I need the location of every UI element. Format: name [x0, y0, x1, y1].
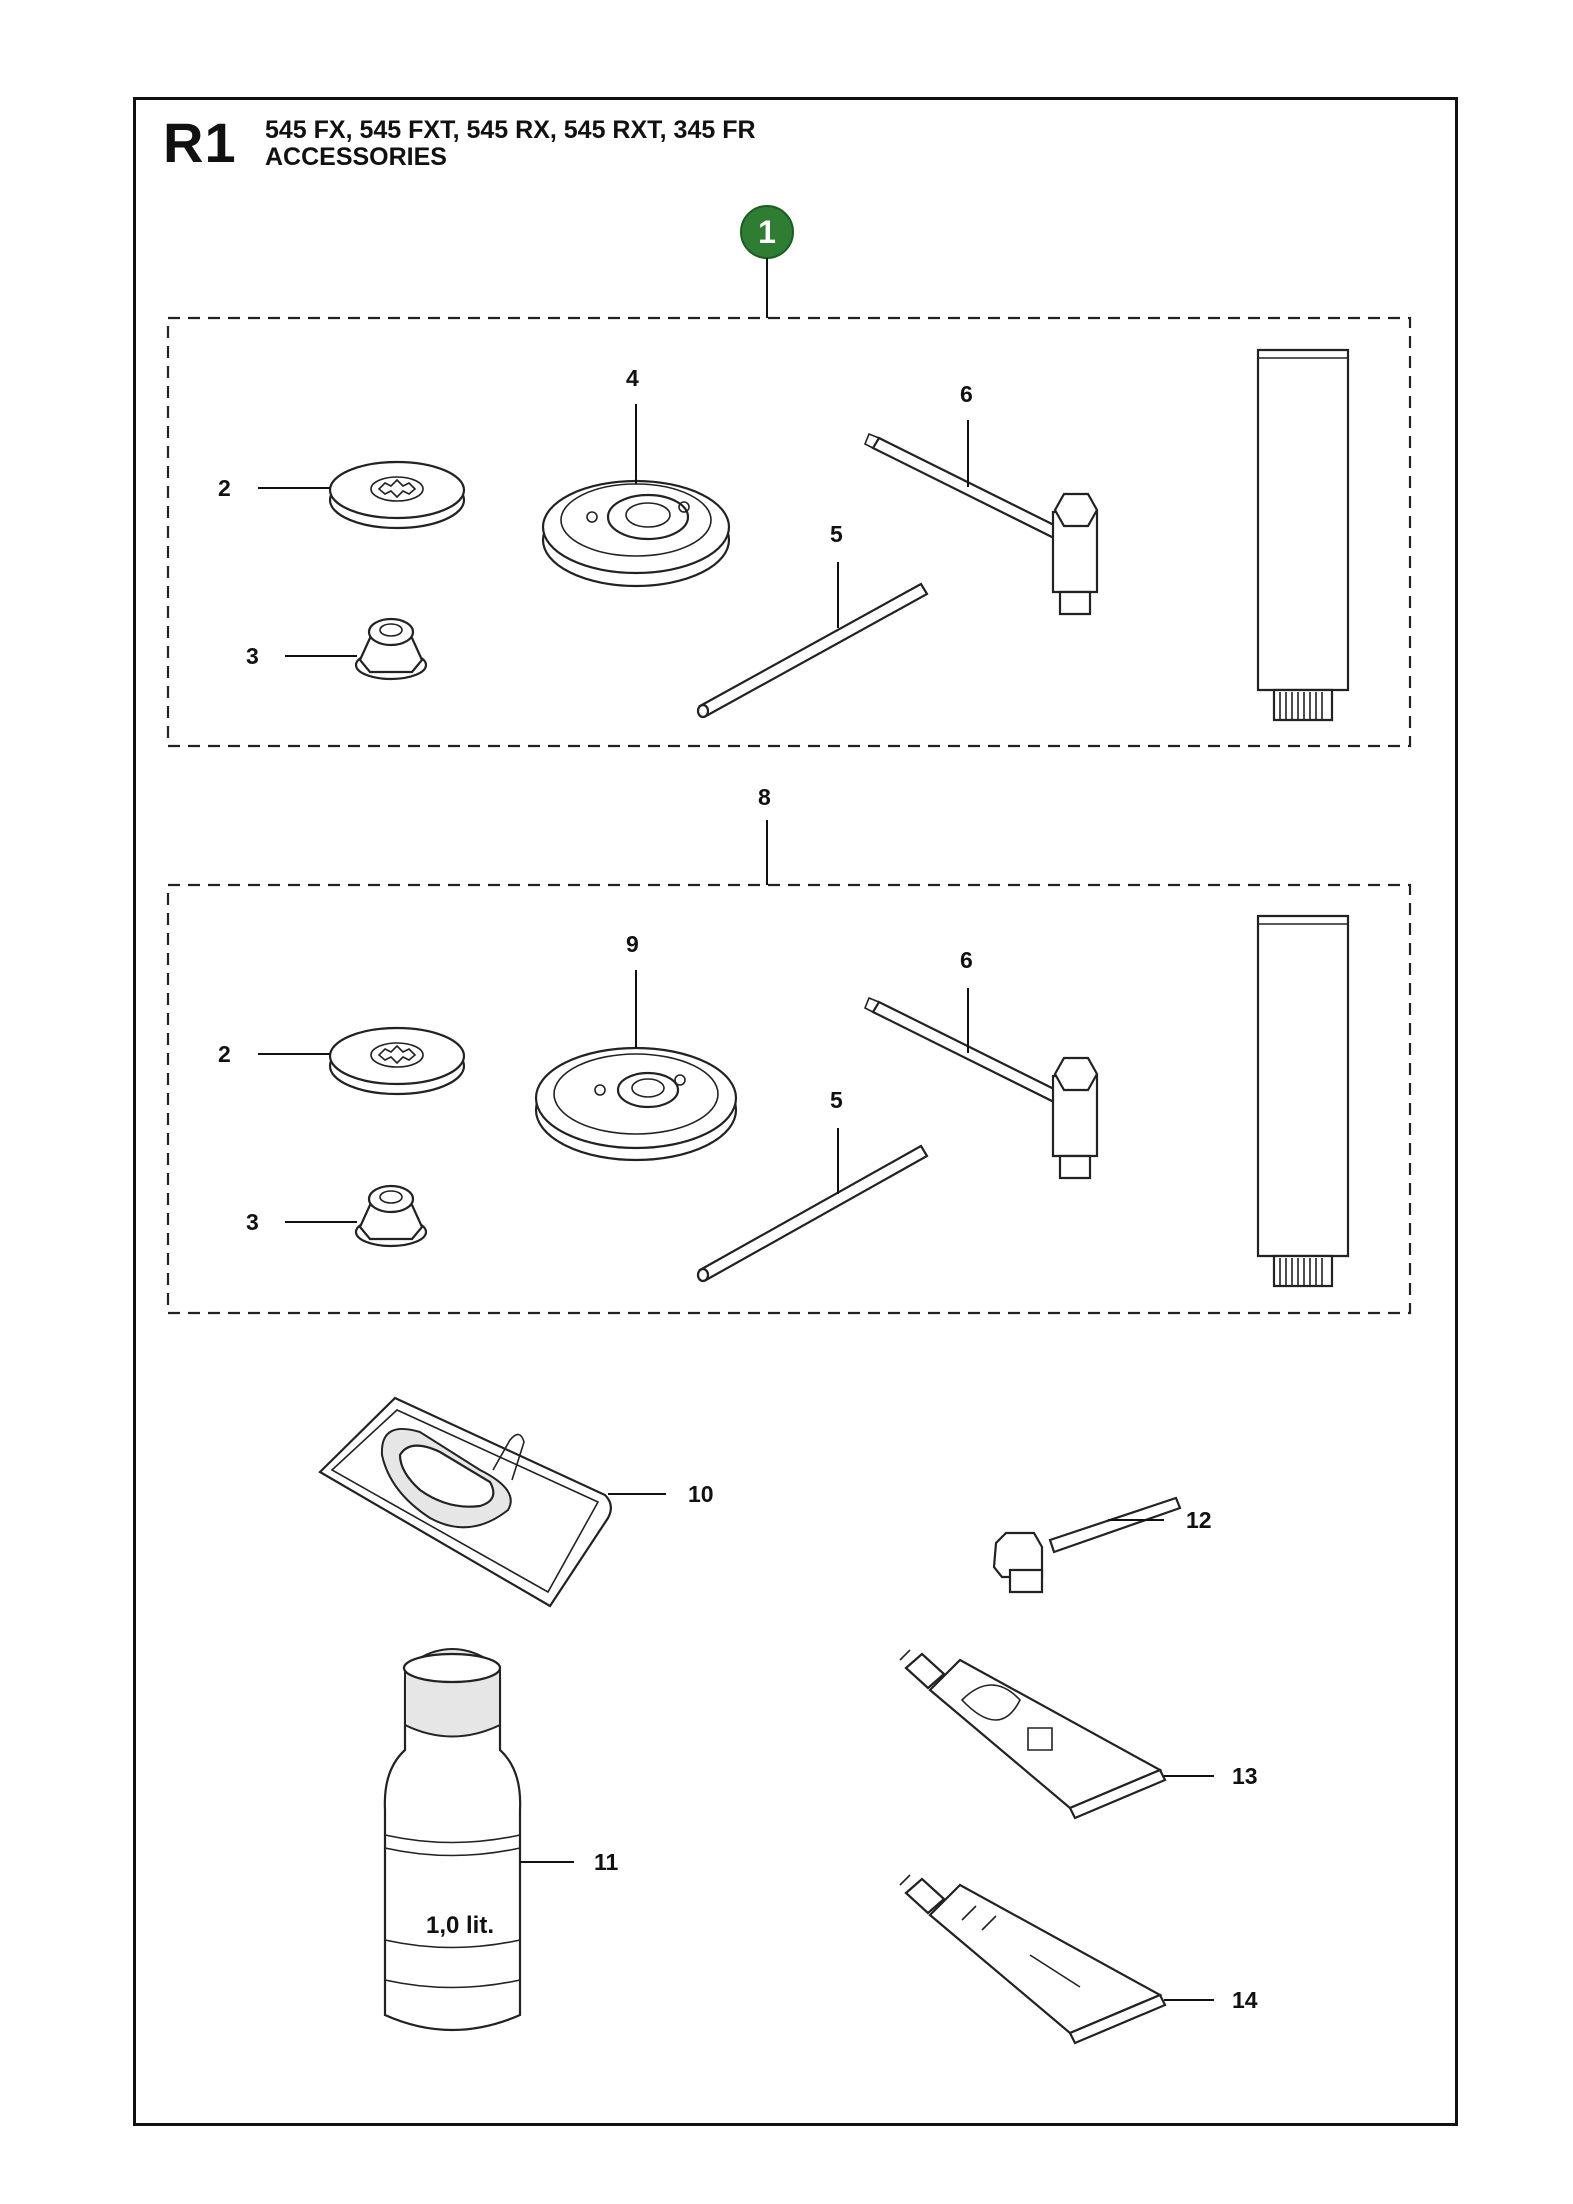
label-9: 9 [626, 931, 639, 957]
grease-tube-part-13 [899, 1649, 1167, 1820]
label-13: 13 [1232, 1763, 1258, 1789]
grease-tube-b [1256, 914, 1350, 1288]
label-11: 11 [594, 1849, 619, 1875]
nut-part-3 [354, 617, 428, 681]
washer-part-2 [328, 460, 466, 530]
washer-part-2-b [328, 1026, 466, 1096]
label-5-b: 5 [830, 1087, 843, 1113]
kit-8-boundary [166, 883, 1412, 1315]
grease-tube [1256, 348, 1350, 722]
page-frame [133, 97, 1458, 2126]
rod-part-5 [696, 582, 929, 719]
spark-plug-wrench-part-12 [992, 1496, 1182, 1594]
bottle-volume-text: 1,0 lit. [426, 1912, 494, 1939]
label-4: 4 [626, 365, 639, 391]
label-6: 6 [960, 381, 973, 407]
model-list: 545 FX, 545 FXT, 545 RX, 545 RXT, 345 FR [265, 116, 756, 144]
section-code: R1 [163, 111, 237, 174]
harness-part-10 [318, 1396, 612, 1608]
label-5: 5 [830, 521, 843, 547]
grease-tube-part-14 [899, 1874, 1167, 2045]
label-2: 2 [218, 475, 231, 501]
support-plate-part-9 [534, 1046, 738, 1162]
kit-1-boundary [166, 316, 1412, 748]
label-8: 8 [758, 784, 771, 810]
kit-badge-number: 1 [758, 214, 776, 250]
kit-badge: 1 [740, 205, 794, 318]
combination-wrench-part-6-b [863, 996, 1099, 1180]
combination-wrench-part-6 [863, 432, 1099, 616]
oil-bottle-part-11: 1,0 lit. [383, 1648, 522, 2032]
label-3: 3 [246, 643, 259, 669]
label-14: 14 [1232, 1987, 1258, 2013]
label-2-b: 2 [218, 1041, 231, 1067]
label-10: 10 [688, 1481, 714, 1507]
label-12: 12 [1186, 1507, 1212, 1533]
page-subtitle: ACCESSORIES [265, 143, 447, 171]
nut-part-3-b [354, 1184, 428, 1248]
rod-part-5-b [696, 1144, 929, 1283]
label-3-b: 3 [246, 1209, 259, 1235]
support-cup-part-4 [541, 479, 731, 588]
label-6-b: 6 [960, 947, 973, 973]
